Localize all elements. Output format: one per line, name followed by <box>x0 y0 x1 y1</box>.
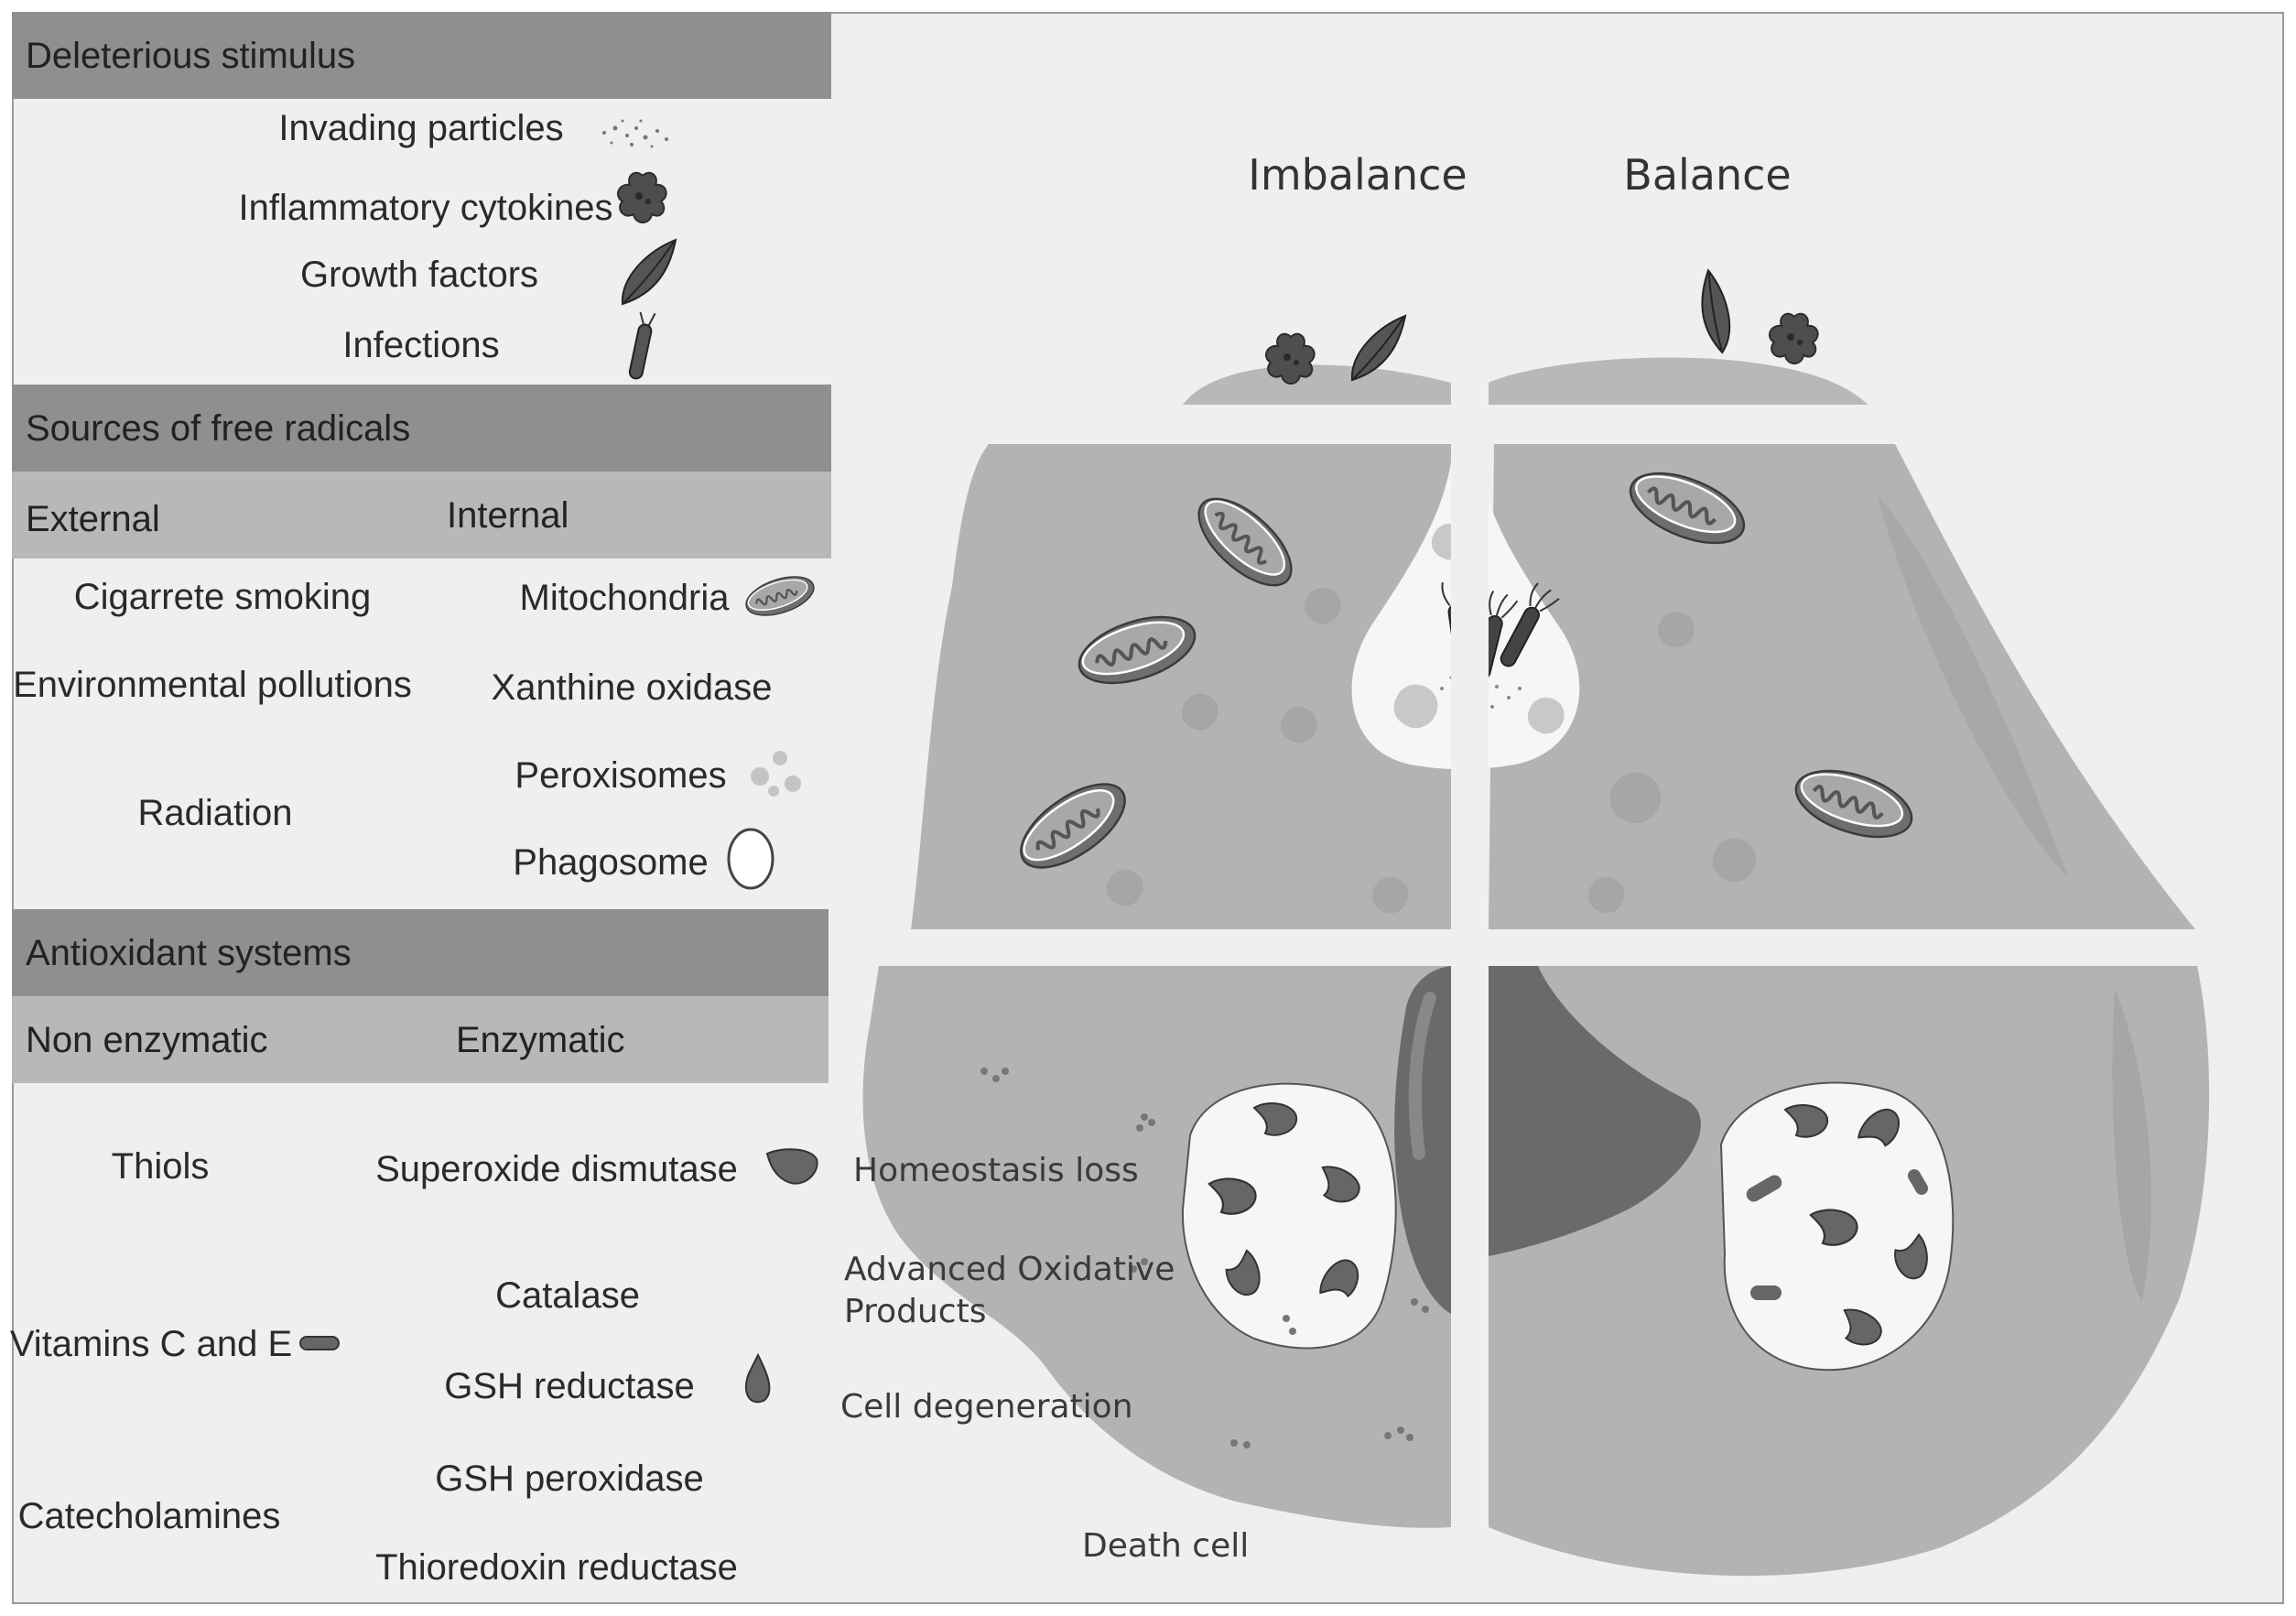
internal-header: Internal <box>447 494 569 536</box>
growth-factors-label: Growth factors <box>299 255 539 295</box>
enzymatic-item: Catalase <box>495 1275 640 1316</box>
invading-particles-icon <box>602 119 668 148</box>
deleterious-title: Deleterious stimulus <box>26 35 356 76</box>
antioxidants-subheader: Non enzymatic Enzymatic <box>12 996 829 1083</box>
nonenzymatic-item: Vitamins C and E <box>9 1324 293 1364</box>
lysosome-balance <box>1719 1081 1955 1372</box>
sources-title: Sources of free radicals <box>26 407 411 449</box>
outcome-death-cell: Death cell <box>1082 1527 1250 1565</box>
nucleus-balance <box>1489 966 1701 1256</box>
peroxisomes-icon <box>751 751 801 797</box>
deleterious-header: Deleterious stimulus <box>12 12 831 99</box>
external-item: Cigarrete smoking <box>73 577 372 617</box>
vitamin-capsule-icon <box>299 1336 340 1350</box>
antioxidants-header: Antioxidant systems <box>12 909 829 996</box>
free-radical-dots <box>980 1068 1429 1448</box>
internal-item: Peroxisomes <box>514 755 727 796</box>
nonenzymatic-item: Catecholamines <box>17 1496 281 1536</box>
internal-item: Phagosome <box>513 842 709 883</box>
enzymatic-header: Enzymatic <box>456 1019 625 1060</box>
invading-particles-label: Invading particles <box>278 108 564 148</box>
nonenzymatic-item: Thiols <box>111 1146 210 1187</box>
gsh-reductase-icon <box>744 1352 771 1404</box>
inflammatory-cytokines-label: Inflammatory cytokines <box>238 188 613 228</box>
growth-factor-icon <box>1675 269 1756 354</box>
enzymatic-item: Thioredoxin reductase <box>375 1547 738 1588</box>
outcome-advanced-oxidative: Advanced Oxidative <box>844 1251 1175 1288</box>
nonenzymatic-header: Non enzymatic <box>26 1019 268 1060</box>
infections-label: Infections <box>342 325 500 365</box>
imbalance-label: Imbalance <box>1248 150 1467 200</box>
lysosome-imbalance <box>1181 1082 1397 1350</box>
imbalance-cytoplasm <box>911 444 1451 929</box>
phagosome-icon <box>727 828 774 890</box>
sources-subheader: External Internal <box>12 472 831 559</box>
mitochondria-icon <box>740 568 820 624</box>
outcome-cell-degeneration: Cell degeneration <box>840 1388 1133 1426</box>
external-header: External <box>26 499 160 540</box>
cytokine-icon <box>1768 312 1819 364</box>
balance-label: Balance <box>1623 150 1792 200</box>
internal-item: Xanthine oxidase <box>491 667 773 708</box>
outcome-homeostasis-loss: Homeostasis loss <box>853 1152 1139 1189</box>
external-item: Environmental pollutions <box>13 665 412 705</box>
external-item: Radiation <box>137 793 293 833</box>
enzymatic-item: Superoxide dismutase <box>375 1149 738 1189</box>
infection-icon <box>628 311 656 380</box>
cytokine-icon <box>616 171 667 223</box>
enzymatic-item: GSH peroxidase <box>435 1459 704 1499</box>
antioxidants-title: Antioxidant systems <box>26 932 352 973</box>
enzymatic-item: GSH reductase <box>444 1366 695 1406</box>
balance-membrane-cap <box>1489 357 1868 405</box>
imbalance-membrane-cap <box>1183 364 1451 405</box>
balance-cytoplasm <box>1489 444 2195 929</box>
internal-item: Mitochondria <box>519 578 730 618</box>
sources-header: Sources of free radicals <box>12 385 831 472</box>
cytokine-icon <box>1264 332 1316 385</box>
outcome-products: Products <box>844 1293 987 1330</box>
growth-factor-icon <box>621 239 677 305</box>
superoxide-dismutase-icon <box>765 1148 818 1185</box>
